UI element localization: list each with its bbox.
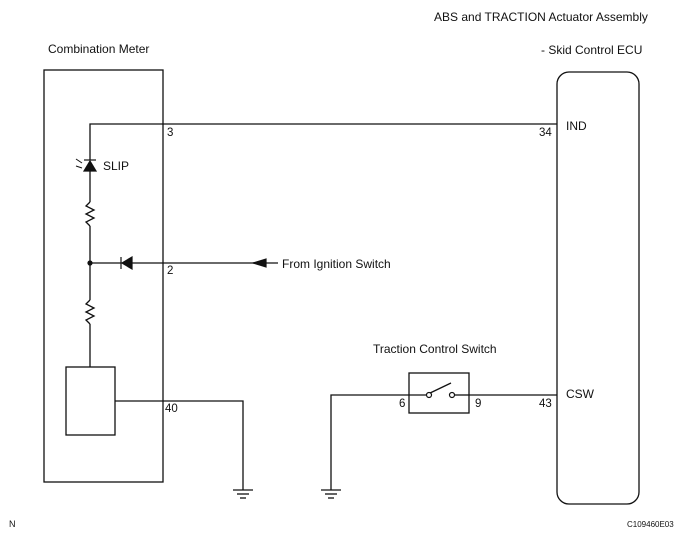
led-light-rays-icon [75, 158, 83, 169]
switch-pin-6: 6 [399, 398, 406, 410]
ecu-pin-43: 43 [539, 398, 552, 410]
figure-code: C109460E03 [627, 520, 674, 529]
slip-label: SLIP [103, 159, 130, 173]
ecu-subtitle: - Skid Control ECU [541, 43, 643, 57]
junction-dot [87, 260, 93, 266]
resistor-lower [84, 299, 96, 325]
ecu-csw-label: CSW [566, 387, 594, 401]
slip-led-icon [82, 159, 98, 172]
meter-pin-2: 2 [167, 265, 174, 277]
switch-contact-left [425, 391, 433, 399]
ground-symbol-switch [321, 489, 341, 499]
combination-meter-box [43, 69, 164, 483]
skid-control-ecu-box [556, 71, 640, 505]
switch-contact-arm [427, 382, 452, 395]
meter-internal-module [65, 366, 116, 436]
traction-switch-title: Traction Control Switch [373, 342, 497, 356]
footer-mark: N [9, 519, 16, 529]
traction-switch-box [408, 372, 470, 414]
switch-ground-wire [330, 394, 409, 490]
switch-pin-9: 9 [475, 398, 482, 410]
meter-pin-3: 3 [167, 127, 174, 139]
ignition-label: From Ignition Switch [282, 257, 391, 271]
ecu-ind-label: IND [566, 119, 587, 133]
ind-wire [89, 123, 557, 160]
ignition-arrow-icon [250, 258, 267, 268]
ground-symbol-meter [233, 489, 253, 499]
meter-title: Combination Meter [48, 42, 150, 56]
switch-contact-right [448, 391, 456, 399]
meter-pin-40: 40 [165, 403, 178, 415]
ecu-title: ABS and TRACTION Actuator Assembly [434, 10, 648, 24]
meter-ground-wire [115, 400, 244, 490]
ecu-pin-34: 34 [539, 127, 552, 139]
resistor-upper [84, 201, 96, 227]
ignition-diode-icon [120, 255, 133, 271]
